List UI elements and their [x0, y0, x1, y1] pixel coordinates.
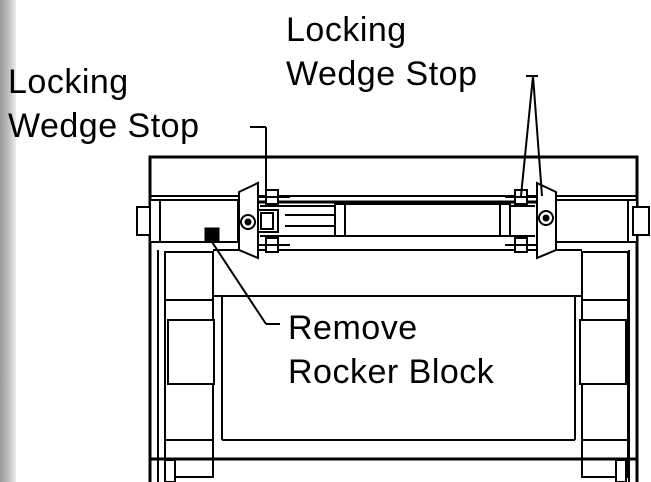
top-cross-rail	[148, 155, 639, 204]
label-line: Wedge Stop	[286, 55, 478, 93]
rocker-block	[204, 227, 220, 243]
leader-right-wedge-stop	[520, 75, 543, 197]
label-line: Locking	[8, 63, 129, 101]
label-line: Rocker Block	[288, 353, 495, 391]
label-locking-wedge-stop-right: Locking Wedge Stop	[286, 8, 478, 96]
label-line: Remove	[288, 309, 418, 347]
left-side-rail	[148, 202, 215, 482]
label-remove-rocker-block: Remove Rocker Block	[288, 306, 494, 394]
right-side-rail	[579, 202, 639, 482]
left-end-cap	[136, 199, 239, 243]
label-line: Locking	[286, 11, 407, 49]
leader-rocker-block	[211, 241, 280, 325]
right-end-cap	[555, 199, 650, 243]
page-edge-shadow	[0, 0, 16, 482]
cylinder-assembly	[257, 203, 535, 237]
left-locking-wedge	[238, 181, 290, 260]
label-line: Wedge Stop	[8, 107, 200, 145]
label-locking-wedge-stop-left: Locking Wedge Stop	[8, 60, 200, 148]
leader-left-wedge-stop	[250, 126, 267, 197]
right-locking-wedge	[505, 181, 557, 260]
